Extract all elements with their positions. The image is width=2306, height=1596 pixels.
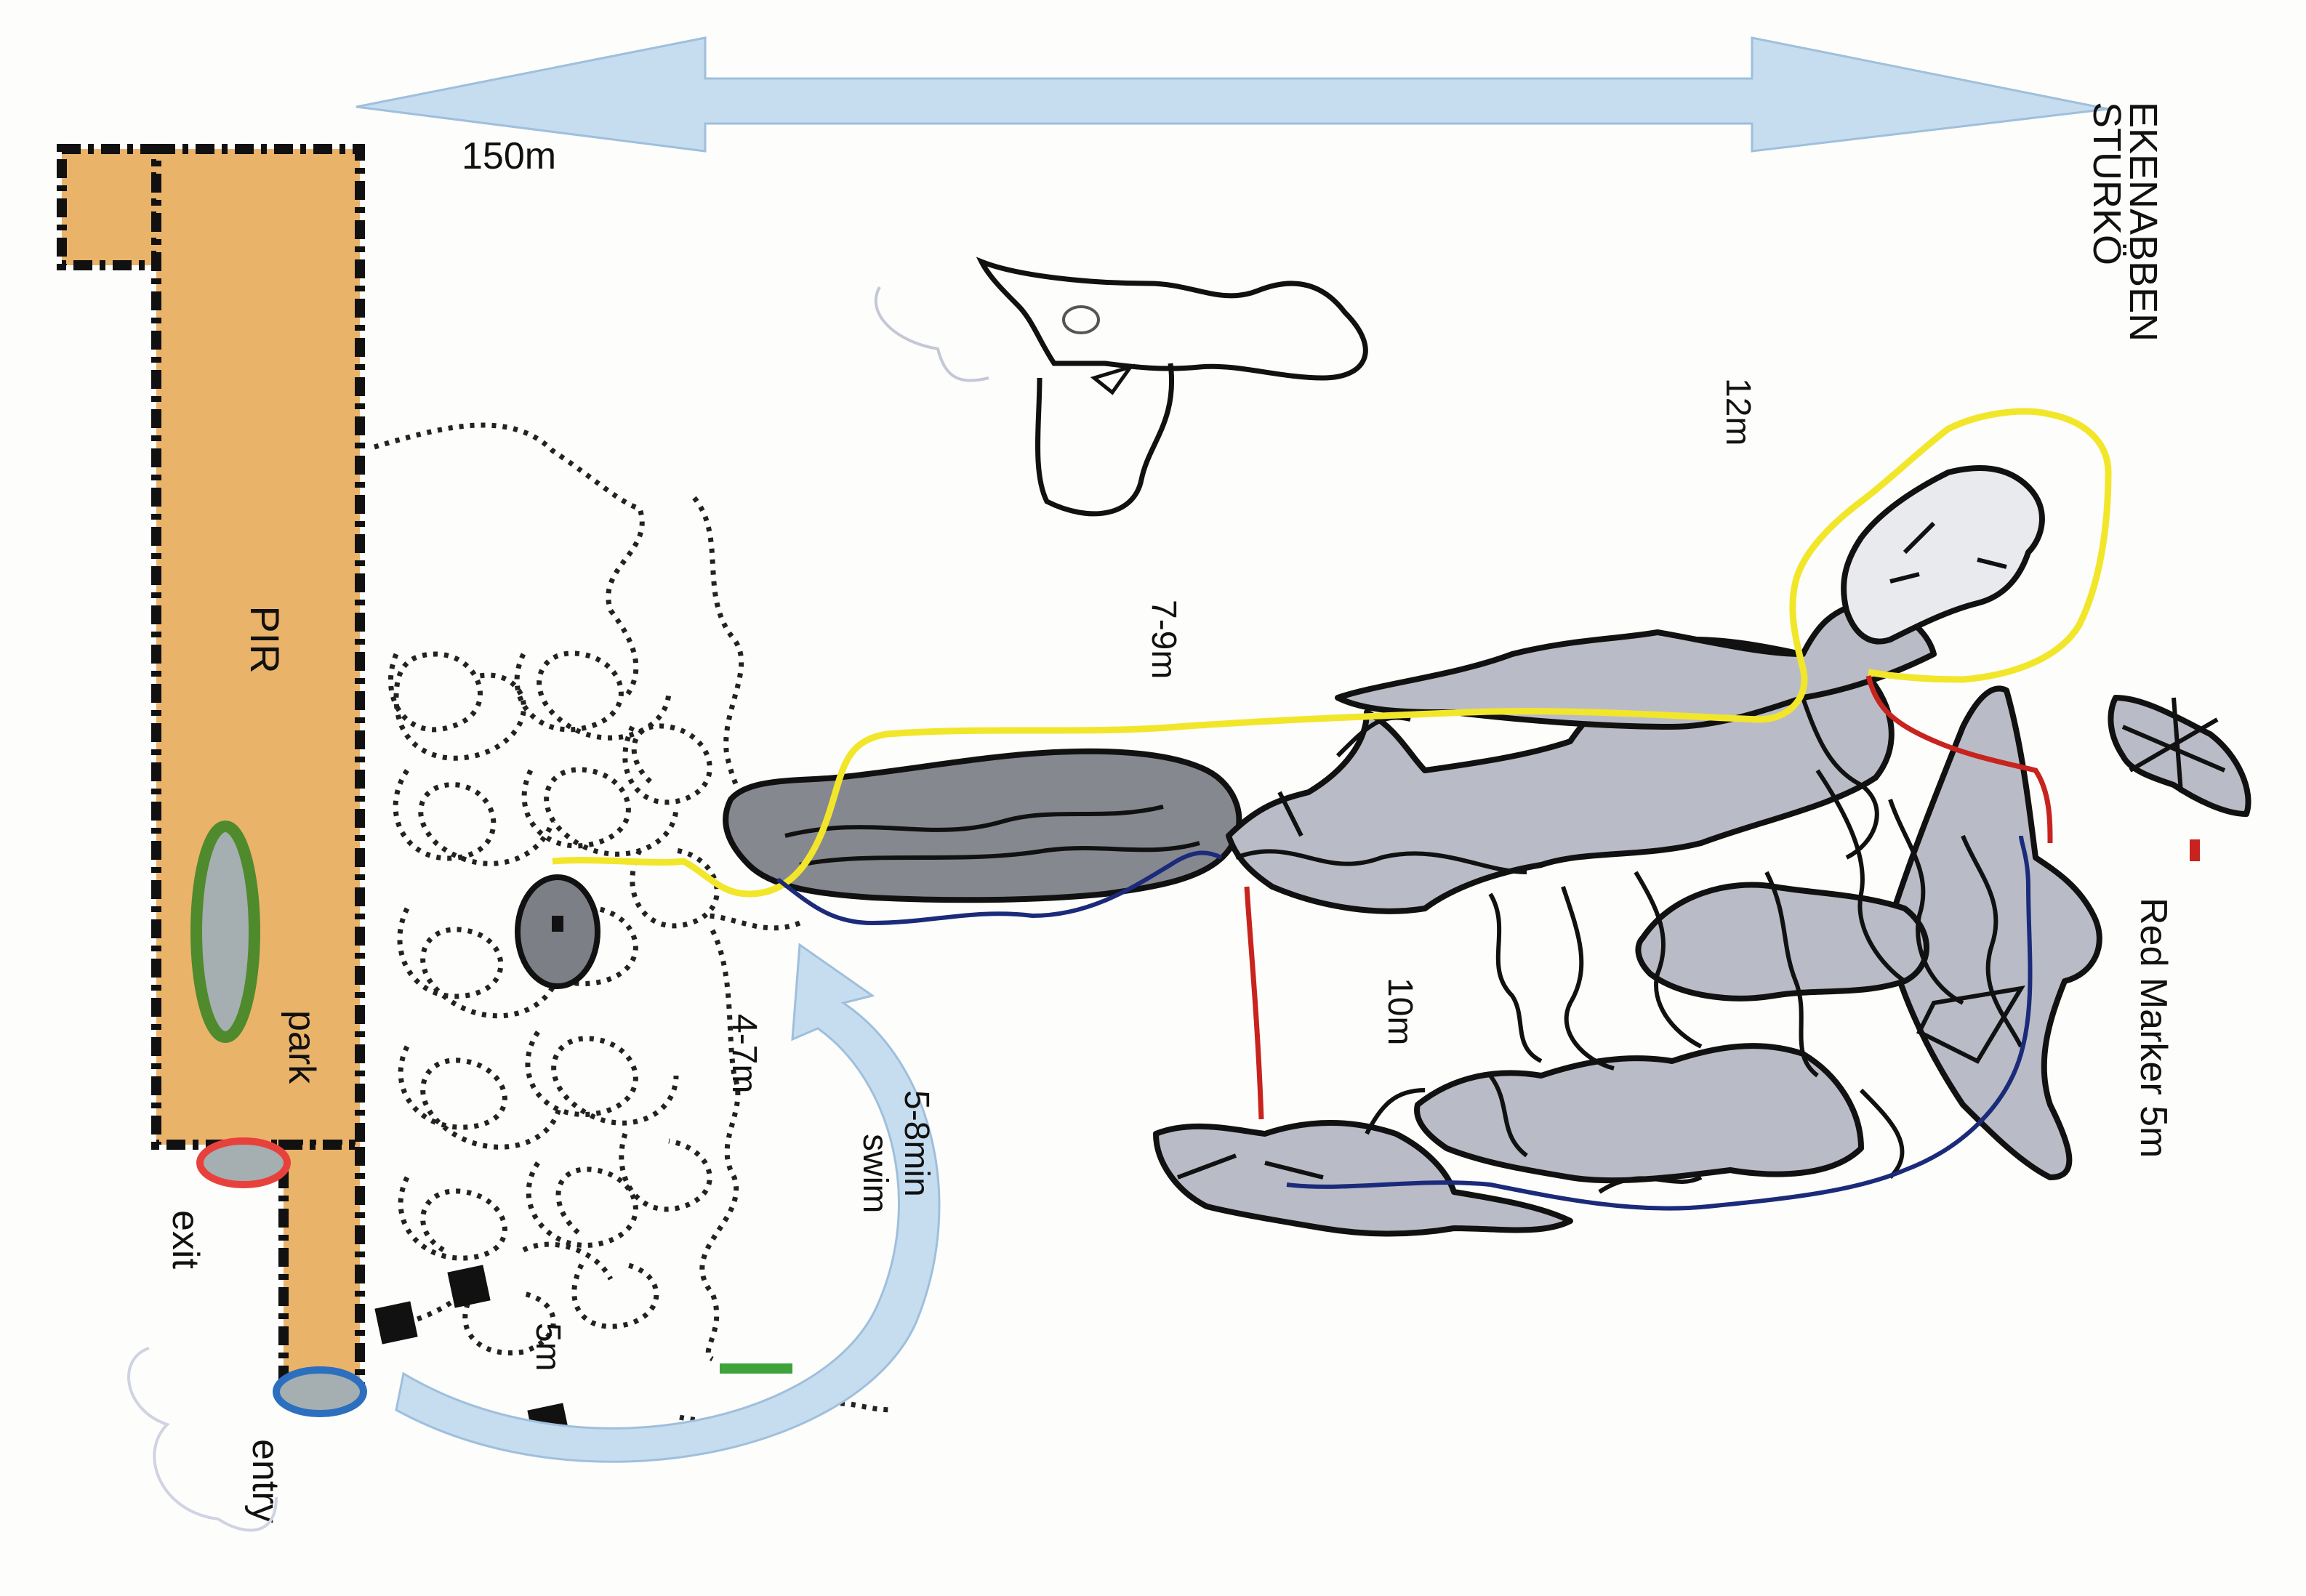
seaweed-area [374,422,895,1425]
shore-outline [976,257,1368,381]
red-marker-label: Red Marker 5m [2132,898,2174,1158]
red-marker-icon [2190,839,2200,861]
depth-12m-label: 12m [1719,378,1757,446]
depth-10m-label: 10m [1381,978,1419,1045]
swim-time-label: 5-8min [897,1090,936,1197]
distance-label: 150m [462,135,556,177]
exit-ring-icon [196,1137,291,1188]
depth-5m-label: 5m [529,1323,567,1371]
exit-label: exit [164,1210,206,1269]
curved-arrow-icon [395,943,941,1463]
block-marker [447,1265,491,1308]
pier-label: PIR [242,605,288,673]
blue-route [776,850,1223,926]
small-rock-outline [1062,305,1100,334]
red-line [1244,886,1264,1120]
depth-4-7m-label: 4-7m [725,1014,763,1093]
site-title-line1: EKENABBEN [2121,102,2165,342]
reef-linework [784,521,2226,1194]
pier [57,144,365,1390]
green-marker [720,1363,792,1374]
park-ellipse-icon [190,821,260,1043]
block-marker [374,1301,418,1345]
yellow-route [552,408,2112,898]
pencil-sketch [874,286,989,382]
entry-ring-icon [273,1366,367,1417]
entry-label: entry [244,1439,286,1523]
pencil-sketch [127,1347,278,1532]
blue-route [1286,835,2033,1211]
depth-7-9m-label: 7-9m [1144,600,1183,679]
shore-outline [1035,363,1174,517]
distance-arrow-icon [355,36,2109,153]
park-label: park [281,1010,323,1084]
rock-formation [723,465,2251,1237]
swim-label: swim [856,1134,894,1213]
red-line [1865,675,2053,844]
site-title-line2: STURKÖ [2085,102,2129,265]
